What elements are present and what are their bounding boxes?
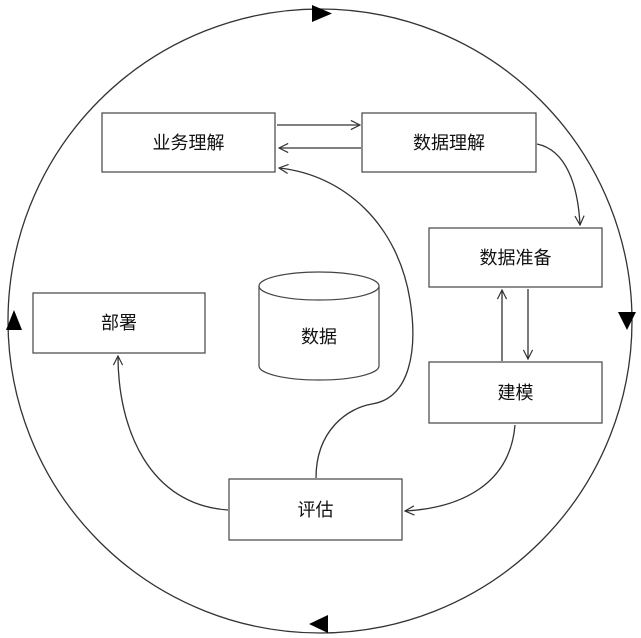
- node-evaluation: 评估: [228, 478, 403, 541]
- node-data-understanding-label: 数据理解: [413, 133, 485, 154]
- arrow-evaluation-to-business: [279, 168, 414, 479]
- cycle-arrow-top-icon: [312, 5, 332, 22]
- cycle-arrow-right-icon: [618, 312, 636, 330]
- cycle-arrow-left-icon: [6, 310, 22, 330]
- arrow-data-understanding-to-preparation: [536, 143, 580, 225]
- arrow-evaluation-to-deployment: [118, 356, 229, 511]
- node-deployment: 部署: [32, 292, 206, 354]
- node-evaluation-label: 评估: [298, 500, 334, 521]
- node-modeling-label: 建模: [498, 383, 534, 404]
- node-modeling: 建模: [428, 361, 603, 424]
- arrow-modeling-to-evaluation: [405, 424, 516, 511]
- data-cylinder: 数据: [258, 271, 380, 381]
- cycle-arrow-bottom-icon: [309, 615, 328, 633]
- data-cylinder-label: 数据: [301, 327, 337, 348]
- node-business-understanding: 业务理解: [101, 112, 276, 173]
- node-data-understanding: 数据理解: [361, 112, 537, 173]
- node-data-preparation: 数据准备: [428, 227, 603, 288]
- node-business-understanding-label: 业务理解: [153, 133, 225, 154]
- node-data-preparation-label: 数据准备: [480, 248, 552, 269]
- node-deployment-label: 部署: [101, 313, 137, 334]
